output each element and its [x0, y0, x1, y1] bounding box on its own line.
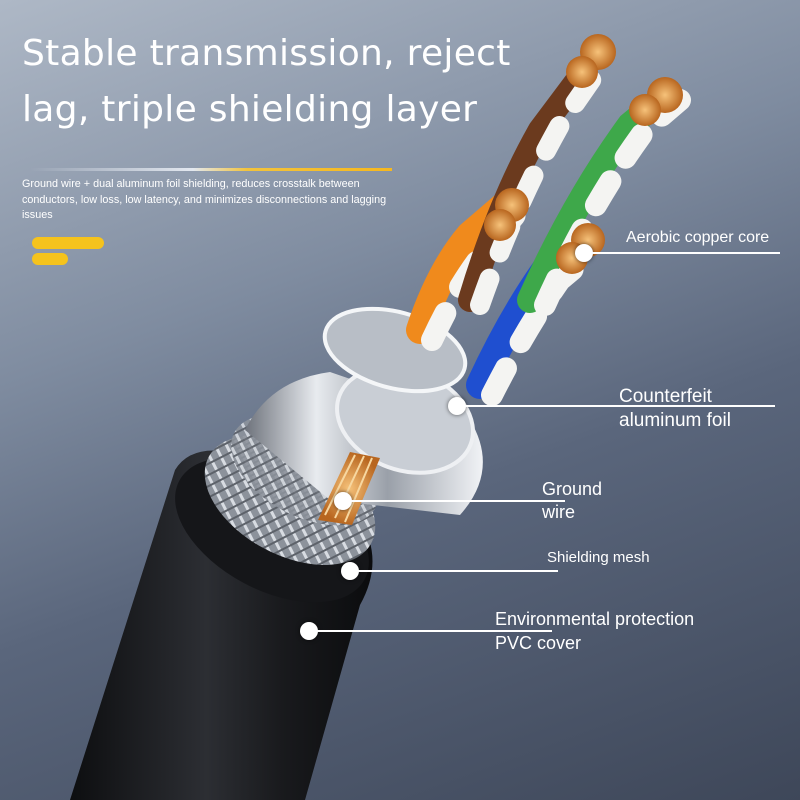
- shielding-mesh-marker: [341, 562, 359, 580]
- accent-divider: [30, 168, 392, 171]
- copper-core-marker: [575, 244, 593, 262]
- headline-line-1: Stable transmission, reject: [22, 33, 511, 74]
- callout-ground-line-2: wire: [542, 502, 576, 522]
- ground-wire-leader: [349, 500, 565, 502]
- callout-pvc-line-1: Environmental protection: [495, 609, 695, 629]
- copper-core-leader: [590, 252, 780, 254]
- callout-ground-wire: Ground wire: [542, 478, 602, 524]
- pvc-cover-marker: [300, 622, 318, 640]
- green-pair: [517, 87, 673, 313]
- decorative-pill-long: [32, 237, 104, 249]
- callout-ground-line-1: Ground: [542, 479, 603, 499]
- ground-wire-marker: [334, 492, 352, 510]
- foil-marker: [448, 397, 466, 415]
- decorative-pill-short: [32, 253, 68, 265]
- callout-shielding-mesh: Shielding mesh: [547, 549, 650, 566]
- foil-leader: [463, 405, 775, 407]
- description-text: Ground wire + dual aluminum foil shieldi…: [22, 178, 387, 221]
- callout-copper-core: Aerobic copper core: [626, 229, 770, 246]
- headline-line-2: lag, triple shielding layer: [22, 89, 478, 130]
- pvc-cover-leader: [315, 630, 552, 632]
- callout-pvc-line-2: PVC cover: [495, 633, 582, 653]
- orange-pair: [406, 191, 519, 344]
- shielding-mesh-leader: [356, 570, 558, 572]
- callout-pvc-cover: Environmental protection PVC cover: [495, 607, 694, 655]
- headline: Stable transmission, reject lag, triple …: [22, 26, 582, 138]
- callout-aluminum-foil: Counterfeit aluminum foil: [619, 385, 731, 433]
- callout-foil-line-1: Counterfeit: [619, 386, 712, 407]
- callout-foil-line-2: aluminum foil: [619, 410, 731, 431]
